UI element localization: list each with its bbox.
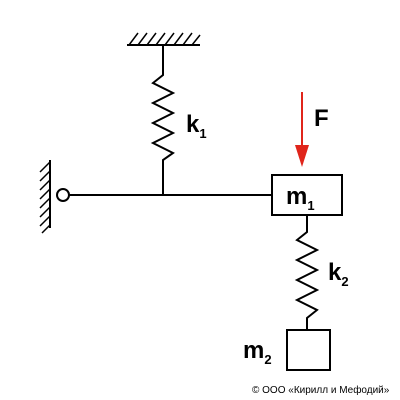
label-k1: k1 [186, 111, 207, 141]
wall-support [39, 160, 51, 234]
label-force: F [314, 105, 329, 132]
mass-m2-block [286, 329, 331, 371]
force-arrow [295, 92, 309, 167]
mass-m1-block [271, 174, 343, 216]
label-m2: m2 [243, 337, 272, 367]
copyright-text: © ООО «Кирилл и Мефодий» [252, 384, 390, 396]
label-k2: k2 [328, 259, 349, 289]
pivot-hinge [56, 188, 70, 202]
spring-k1 [150, 45, 176, 195]
spring-k2 [294, 215, 320, 330]
label-m1: m1 [286, 183, 315, 213]
ceiling-support [127, 32, 201, 46]
